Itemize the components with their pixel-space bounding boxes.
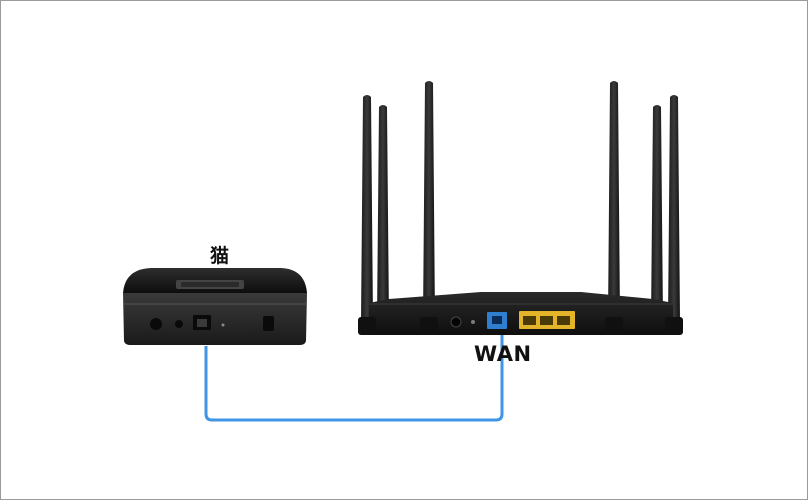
antenna-6 [668,95,680,323]
antenna-1 [361,95,373,323]
modem-label: 猫 [210,245,230,267]
antenna-5 [651,105,663,323]
router-icon [358,81,683,335]
antenna-2 [377,105,389,323]
wan-label: WAN [474,342,532,366]
lan-ports [519,311,575,329]
antenna-3 [423,81,435,323]
antenna-4 [608,81,620,323]
modem-icon [123,268,307,345]
ethernet-cable [204,328,504,422]
